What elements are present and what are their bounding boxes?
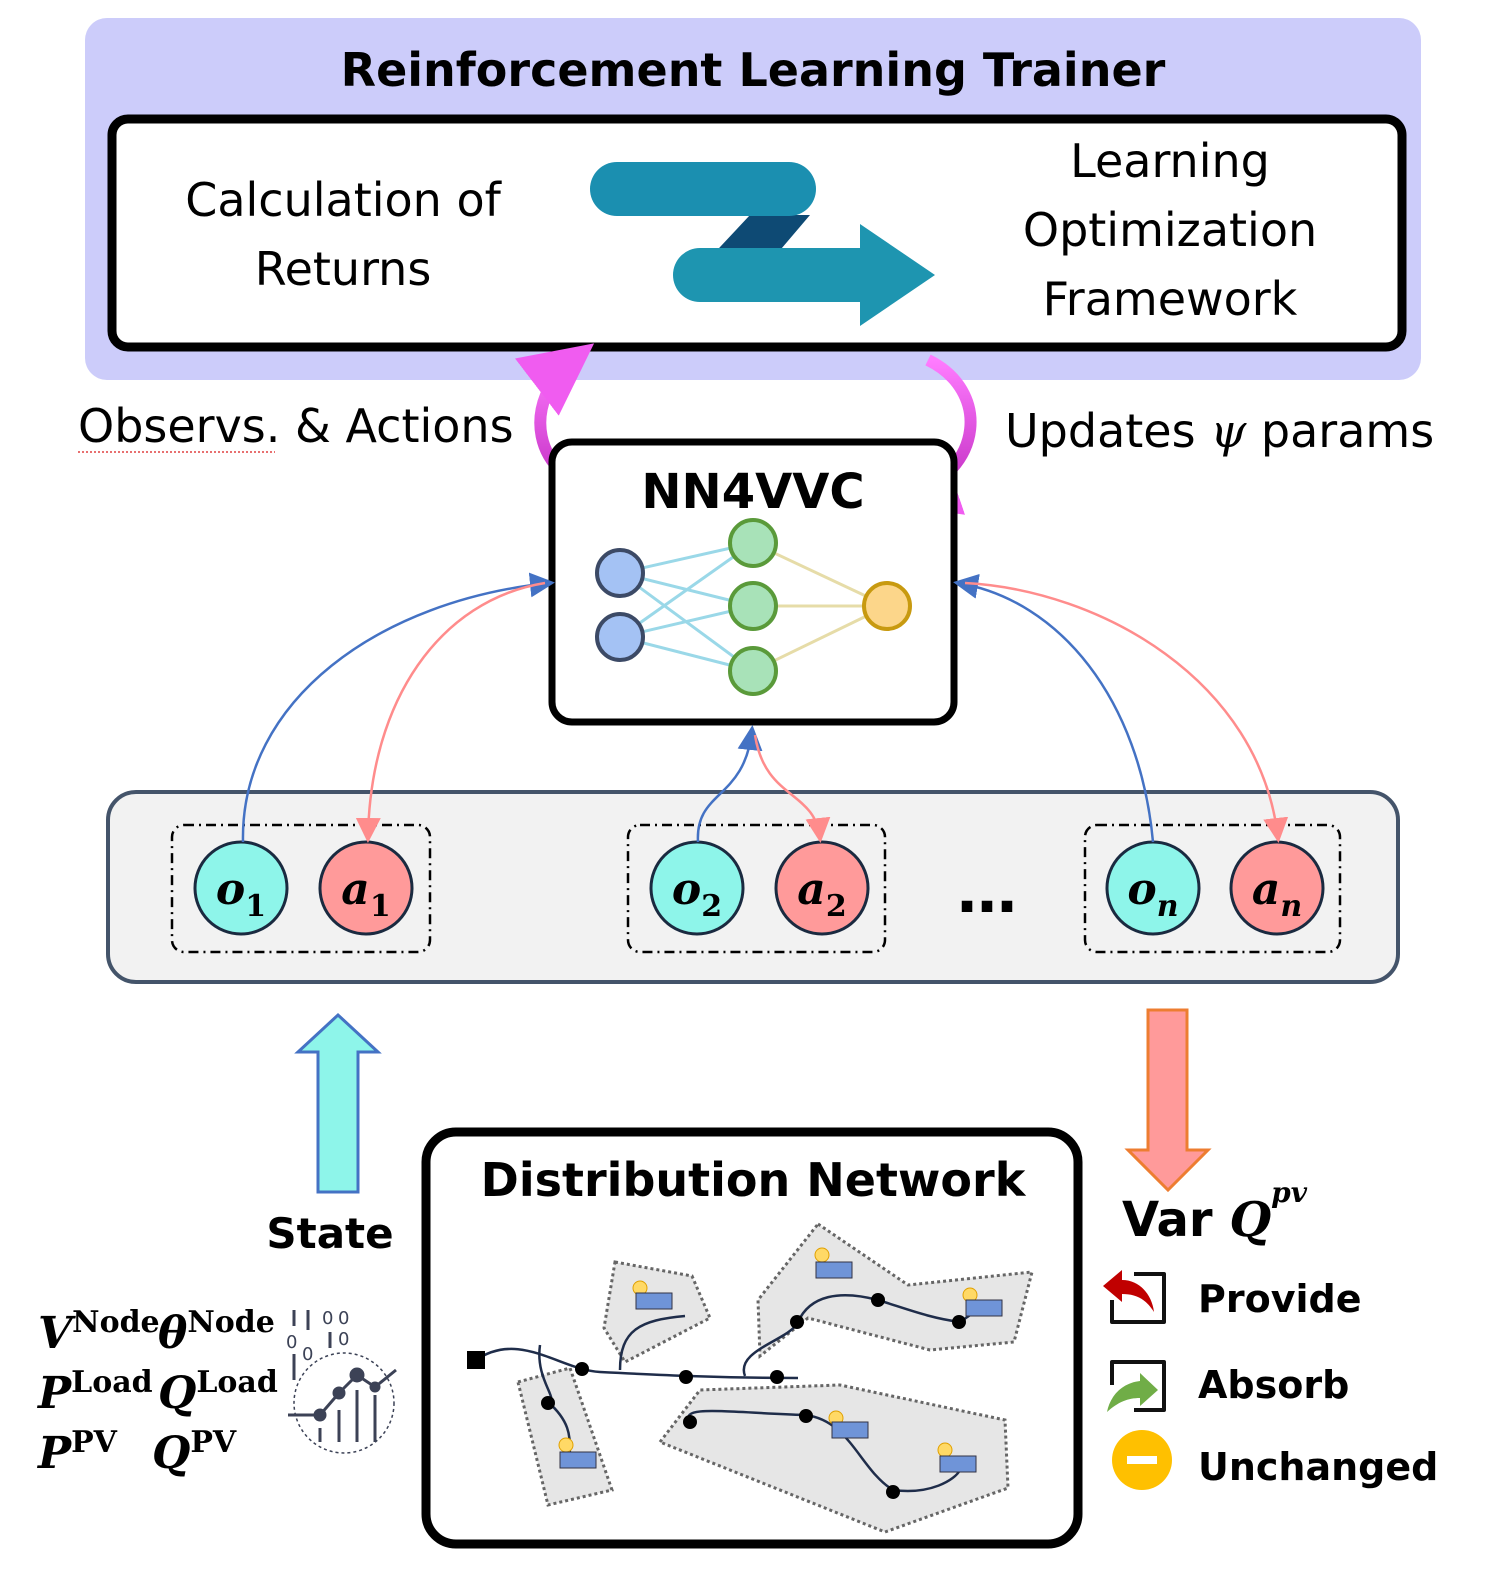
action-node-1: a1 bbox=[318, 840, 414, 936]
updates-params-label: Updates ψ params bbox=[1005, 404, 1434, 458]
agent-group-1 bbox=[170, 823, 432, 954]
action-down-arrow-icon bbox=[1124, 1008, 1212, 1193]
svg-text:0: 0 bbox=[302, 1344, 313, 1365]
legend-provide: Provide bbox=[1103, 1270, 1361, 1324]
framework-label-line3: Framework bbox=[1043, 272, 1298, 326]
framework-label-line2: Optimization bbox=[1023, 203, 1317, 257]
agent-group-2 bbox=[626, 823, 887, 954]
absorb-arrow-icon bbox=[1107, 1360, 1166, 1412]
svg-text:on: on bbox=[1127, 864, 1178, 924]
agent-group-n bbox=[1083, 823, 1342, 954]
svg-text:o2: o2 bbox=[672, 864, 722, 924]
data-analytics-icon: 0 0 0 0 0 bbox=[286, 1308, 397, 1454]
svg-text:0: 0 bbox=[322, 1308, 333, 1329]
legend-absorb: Absorb bbox=[1107, 1360, 1349, 1412]
legend-unchanged: Unchanged bbox=[1112, 1430, 1438, 1490]
svg-text:VNode: VNode bbox=[38, 1305, 160, 1359]
svg-text:PPV: PPV bbox=[36, 1425, 118, 1479]
network-title: Distribution Network bbox=[481, 1153, 1027, 1207]
svg-text:a2: a2 bbox=[797, 864, 846, 924]
svg-text:a1: a1 bbox=[341, 864, 390, 924]
svg-text:QLoad: QLoad bbox=[158, 1365, 278, 1419]
state-variables: VNode θNode PLoad QLoad PPV QPV bbox=[36, 1305, 278, 1479]
solar-panel-icons bbox=[558, 1247, 1003, 1473]
observation-node-2: o2 bbox=[649, 840, 745, 936]
svg-text:0: 0 bbox=[338, 1308, 349, 1329]
nn-title: NN4VVC bbox=[641, 464, 864, 520]
agent-links bbox=[241, 572, 1289, 843]
state-label: State bbox=[266, 1209, 393, 1258]
framework-label-line1: Learning bbox=[1070, 134, 1270, 188]
svg-text:Absorb: Absorb bbox=[1198, 1363, 1349, 1407]
nn4vvc-box: NN4VVC bbox=[548, 438, 958, 726]
action-node-n: an bbox=[1229, 840, 1325, 936]
returns-label-line1: Calculation of bbox=[185, 173, 502, 227]
bus-nodes bbox=[467, 1293, 966, 1499]
action-node-2: a2 bbox=[774, 840, 870, 936]
returns-label-line2: Returns bbox=[255, 242, 432, 296]
agents-panel: o1 a1 o2 a2 on an … bbox=[106, 790, 1400, 984]
z-arrow-icon bbox=[590, 162, 935, 326]
svg-text:Unchanged: Unchanged bbox=[1198, 1445, 1438, 1489]
svg-text:PLoad: PLoad bbox=[36, 1365, 153, 1419]
svg-text:0: 0 bbox=[286, 1332, 297, 1353]
ellipsis: … bbox=[957, 857, 1017, 927]
feeder-lines bbox=[475, 1293, 986, 1493]
observs-actions-label: Observs. & Actions bbox=[78, 399, 514, 453]
provide-arrow-icon bbox=[1103, 1270, 1166, 1324]
distribution-network-box: Distribution Network bbox=[421, 1127, 1083, 1549]
unchanged-minus-icon bbox=[1112, 1430, 1172, 1490]
svg-text:QPV: QPV bbox=[152, 1425, 237, 1479]
neural-network-icon bbox=[595, 518, 912, 696]
svg-text:Provide: Provide bbox=[1198, 1277, 1361, 1321]
observation-node-n: on bbox=[1105, 840, 1201, 936]
substation-node bbox=[467, 1351, 485, 1369]
var-q-label: Var Qpv bbox=[1122, 1176, 1308, 1248]
trainer-title: Reinforcement Learning Trainer bbox=[341, 43, 1166, 97]
svg-text:0: 0 bbox=[338, 1329, 349, 1350]
observation-node-1: o1 bbox=[193, 840, 289, 936]
state-up-arrow-icon bbox=[294, 1012, 382, 1194]
svg-text:θNode: θNode bbox=[158, 1305, 275, 1359]
rl-trainer-panel: Reinforcement Learning Trainer Calculati… bbox=[85, 18, 1421, 380]
svg-text:an: an bbox=[1252, 864, 1302, 924]
svg-text:o1: o1 bbox=[216, 864, 266, 924]
